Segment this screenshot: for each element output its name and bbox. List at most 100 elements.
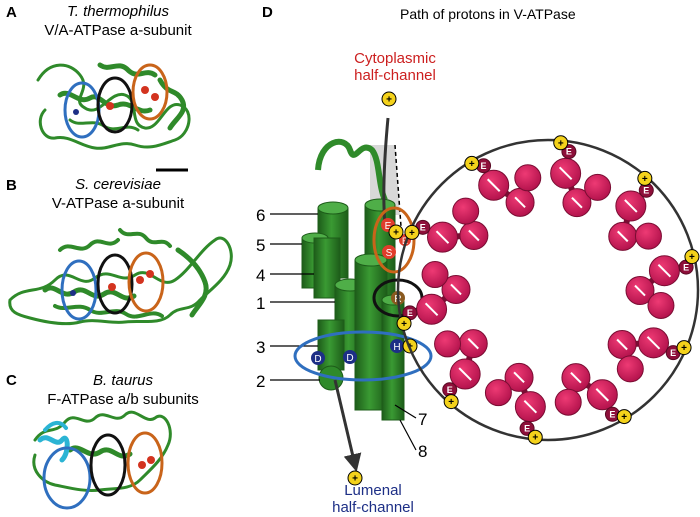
panel-b-subunit: V-ATPase a-subunit: [51, 195, 185, 212]
panel-c-orange-circle: [126, 431, 164, 495]
c-ring-proton: [443, 394, 459, 410]
c-ring-proton: [637, 170, 653, 186]
helix-number-2: 2: [256, 372, 266, 391]
c-subunit-outer-helix-2: [514, 164, 542, 192]
panel-c-blue-circle: [42, 446, 92, 510]
c-subunit-highlight: [657, 264, 672, 278]
panel-b-residue: [108, 283, 116, 291]
c-ring-glutamate-label: E: [609, 409, 615, 419]
c-subunit-highlight: [467, 337, 479, 350]
c-ring-proton: [404, 224, 420, 240]
panel-c-residue: [138, 461, 146, 469]
panel-b-letter: B: [6, 177, 17, 194]
helix-leader-lines: [270, 213, 417, 451]
rotation-arrow-ring: [396, 138, 700, 442]
c-ring-glutamate-label: E: [407, 308, 413, 318]
c-subunit-highlight: [468, 229, 480, 242]
panel-c-black-circle: [89, 433, 127, 497]
channel-proton: [347, 470, 363, 486]
c-subunit-outer-helix-2: [634, 222, 662, 250]
his-residue-label: H: [393, 342, 400, 353]
panel-a-structure: [36, 62, 191, 150]
panel-a-species: T. thermophilus: [67, 3, 169, 20]
panel-a-black-circle: [96, 76, 134, 134]
panel-b-structure: [8, 228, 233, 326]
lumenal-label: Lumenal half-channel: [332, 482, 414, 517]
c-ring-proton-label: +: [532, 433, 538, 444]
c-ring-proton: [396, 315, 412, 331]
panel-b-species: S. cerevisiae: [75, 176, 161, 193]
c-ring: E+E+E+E+E+E+E+E+E+E+: [396, 135, 700, 445]
c-subunit-highlight: [450, 283, 462, 296]
c-ring-glutamate-label: E: [643, 185, 649, 195]
c-subunit-outer-helix-2: [452, 197, 480, 225]
panel-d-letter: D: [262, 4, 273, 21]
panel-a-subunit: V/A-ATPase a-subunit: [44, 22, 192, 39]
c-ring-proton-label: +: [558, 138, 564, 149]
channel-proton: [381, 91, 397, 107]
panel-c-species: B. taurus: [92, 372, 154, 389]
c-ring-proton-label: +: [621, 412, 627, 423]
c-ring-glutamate-label: E: [524, 424, 530, 434]
c-subunit-highlight: [595, 388, 610, 402]
glu-residue-label: E: [385, 221, 392, 232]
panel-a-residue: [73, 109, 79, 115]
panel-b-blue-circle: [60, 259, 98, 321]
channel-boundary-line: [394, 144, 403, 241]
c-ring-proton: [553, 135, 569, 151]
c-ring-glutamate-label: E: [420, 222, 426, 232]
c-subunit-outer-helix-2: [421, 261, 449, 289]
panel-b-orange-circle: [127, 251, 165, 313]
c-subunit-outer-helix-2: [616, 355, 644, 383]
panel-b-residue: [136, 276, 144, 284]
panel-b-residue: [146, 270, 154, 278]
panel-b-residue: [70, 290, 76, 296]
c-subunit-highlight: [458, 367, 472, 381]
channel-proton-label: +: [386, 95, 392, 106]
c-subunit-highlight: [558, 166, 573, 181]
c-ring-proton: [676, 340, 692, 356]
channel-proton-label: +: [352, 474, 358, 485]
c-subunit-highlight: [435, 230, 450, 244]
c-subunit-highlight: [486, 178, 501, 192]
c-ring-glutamate-label: E: [447, 385, 453, 395]
ser-residue-label: S: [386, 248, 393, 259]
a-subunit-helices: [301, 138, 405, 421]
c-ring-glutamate-label: E: [683, 262, 689, 272]
c-subunit-highlight: [523, 399, 538, 414]
c-subunit-highlight: [514, 196, 526, 209]
panel-b-black-circle: [96, 253, 134, 315]
panel-a-orange-circle: [131, 63, 169, 121]
cytoplasmic-label: Cytoplasmic half-channel: [354, 50, 436, 85]
c-subunit-highlight: [571, 196, 583, 209]
c-ring-proton: [527, 429, 543, 445]
asp-residue-label: D: [314, 354, 321, 365]
panel-a-letter: A: [6, 4, 17, 21]
c-ring-proton-label: +: [689, 252, 695, 263]
c-ring-proton-label: +: [409, 228, 415, 239]
helix-number-1: 1: [256, 294, 266, 313]
c-subunit-highlight: [624, 199, 638, 213]
helix-number-6: 6: [256, 206, 266, 225]
lumenal-blue-circle: [293, 330, 433, 382]
ser-residue: [382, 245, 396, 259]
helix-number-8: 8: [418, 442, 428, 461]
c-subunit-outer-helix-2: [647, 291, 675, 319]
c-subunit-outer-helix-2: [584, 173, 612, 201]
c-subunit-highlight: [570, 371, 582, 384]
c-subunit-highlight: [424, 302, 439, 316]
panel-a-residue: [141, 86, 149, 94]
channel-proton: [388, 224, 404, 240]
panel-c-structure: [32, 410, 172, 492]
c-subunit-highlight: [634, 284, 646, 297]
panel-c-letter: C: [6, 372, 17, 389]
asp-residue: [311, 351, 325, 365]
helix-number-3: 3: [256, 338, 266, 357]
helix-number-7: 7: [418, 410, 428, 429]
helix-8: [381, 294, 405, 421]
panel-c-subunit: F-ATPase a/b subunits: [47, 391, 199, 408]
c-subunit-outer-helix-2: [554, 388, 582, 416]
panel-c-residue: [147, 456, 155, 464]
c-subunit-highlight: [646, 336, 661, 350]
